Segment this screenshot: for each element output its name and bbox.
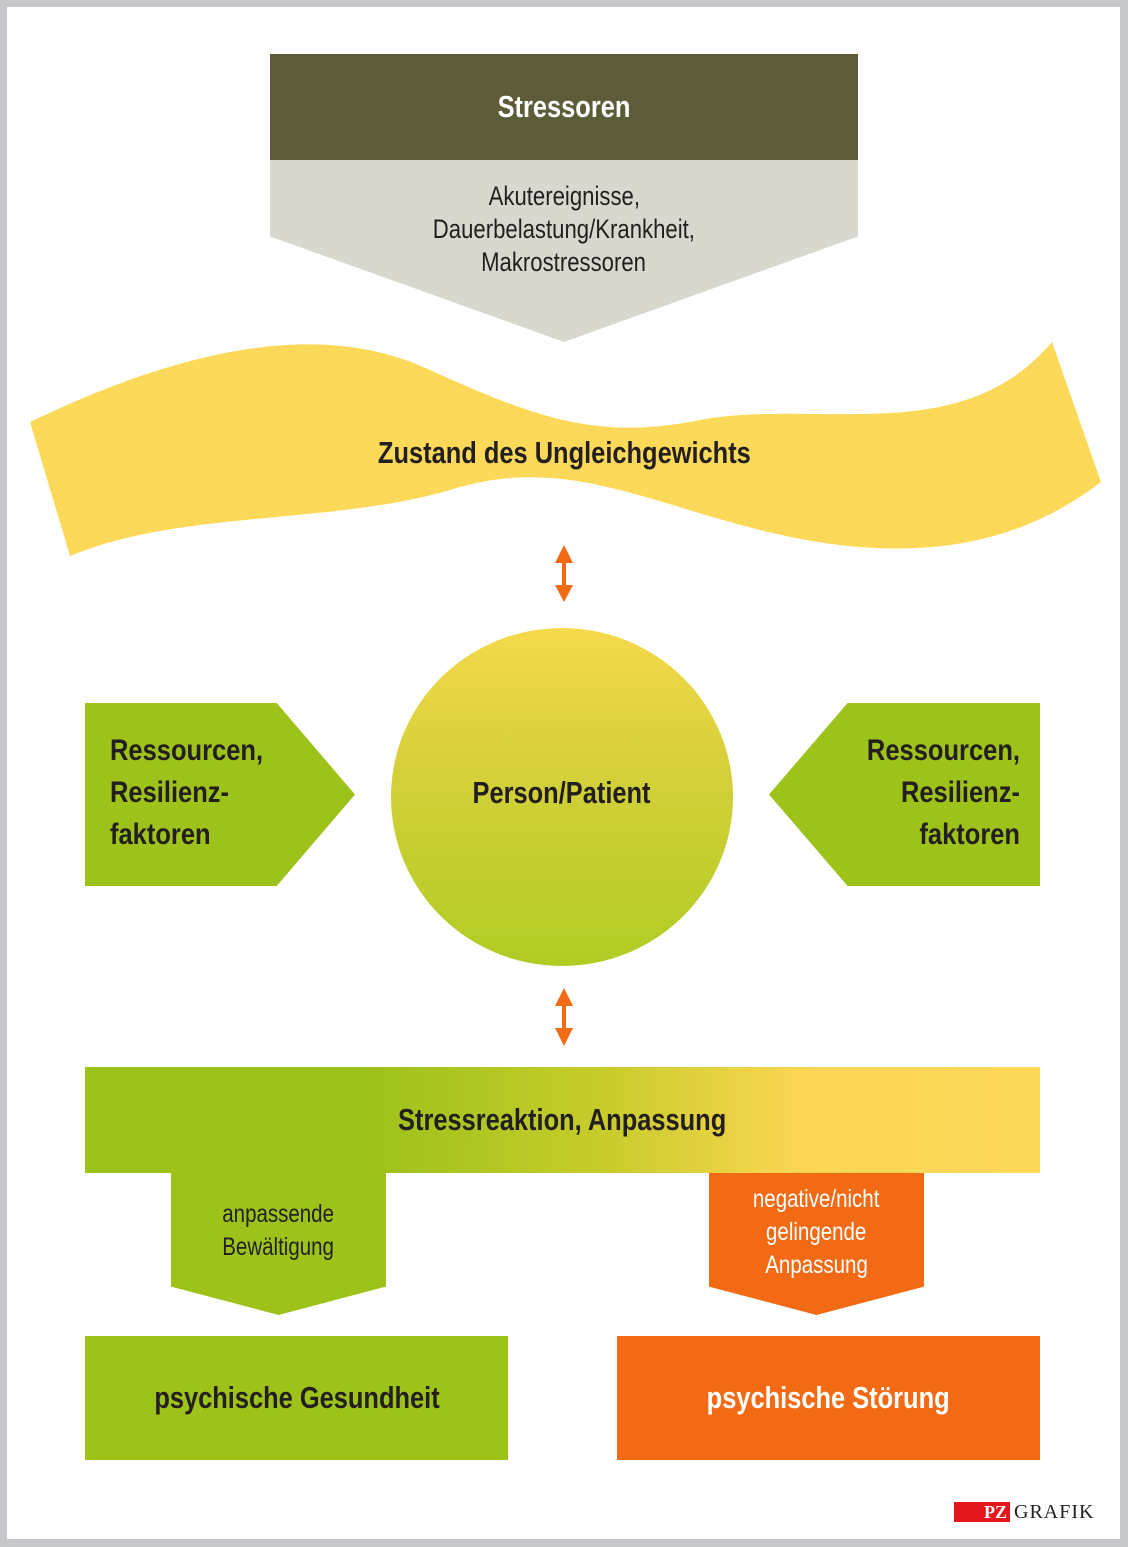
outcome-health-label: psychische Gesundheit [153, 1380, 440, 1415]
negative-line: gelingende [766, 1218, 867, 1246]
negative-adaptation-arrow [709, 1173, 924, 1315]
outcome-mental-disorder: psychische Störung [617, 1336, 1040, 1460]
person-circle [391, 628, 733, 966]
adaptive-coping-arrow [171, 1173, 386, 1315]
stressoren-line: Akutereignisse, [488, 181, 640, 211]
person-label-box: Person/Patient [391, 770, 733, 816]
imbalance-wave-banner [30, 342, 1101, 556]
resources-line: faktoren [919, 818, 1020, 851]
negative-line: Anpassung [765, 1251, 868, 1279]
resources-line: Ressourcen, [866, 734, 1020, 767]
stress-reaction-bar: Stressreaktion, Anpassung [85, 1067, 1040, 1173]
double-arrow-icon [555, 545, 573, 602]
stressoren-line: Dauerbelastung/Krankheit, [432, 214, 696, 244]
stress-reaction-label: Stressreaktion, Anpassung [398, 1102, 727, 1137]
logo-mark: PZ [954, 1502, 1010, 1522]
stressoren-title: Stressoren [497, 89, 631, 124]
pz-grafik-logo: PZ GRAFIK [954, 1500, 1095, 1523]
resources-line: Resilienz- [110, 776, 230, 809]
resources-left-text: Ressourcen, Resilienz- faktoren [110, 730, 290, 856]
outcome-disorder-label: psychische Störung [707, 1380, 950, 1415]
outcome-mental-health: psychische Gesundheit [85, 1336, 508, 1460]
stressoren-header: Stressoren [270, 54, 858, 160]
person-label: Person/Patient [473, 775, 651, 810]
resources-line: faktoren [110, 818, 211, 851]
adaptive-coping-text: anpassende Bewältigung [171, 1198, 386, 1264]
resources-line: Resilienz- [900, 776, 1020, 809]
resources-line: Ressourcen, [110, 734, 264, 767]
double-arrow-icon [555, 988, 573, 1046]
imbalance-label-box: Zustand des Ungleichgewichts [200, 430, 928, 476]
adaptive-line: anpassende [222, 1200, 335, 1228]
logo-text: GRAFIK [1014, 1500, 1095, 1523]
imbalance-label: Zustand des Ungleichgewichts [377, 435, 751, 470]
negative-adaptation-text: negative/nicht gelingende Anpassung [709, 1183, 924, 1282]
resources-right-text: Ressourcen, Resilienz- faktoren [800, 730, 1020, 856]
adaptive-line: Bewältigung [222, 1233, 335, 1261]
stressoren-description: Akutereignisse, Dauerbelastung/Krankheit… [270, 180, 858, 279]
negative-line: negative/nicht [753, 1185, 880, 1213]
stressoren-line: Makrostressoren [481, 247, 647, 277]
